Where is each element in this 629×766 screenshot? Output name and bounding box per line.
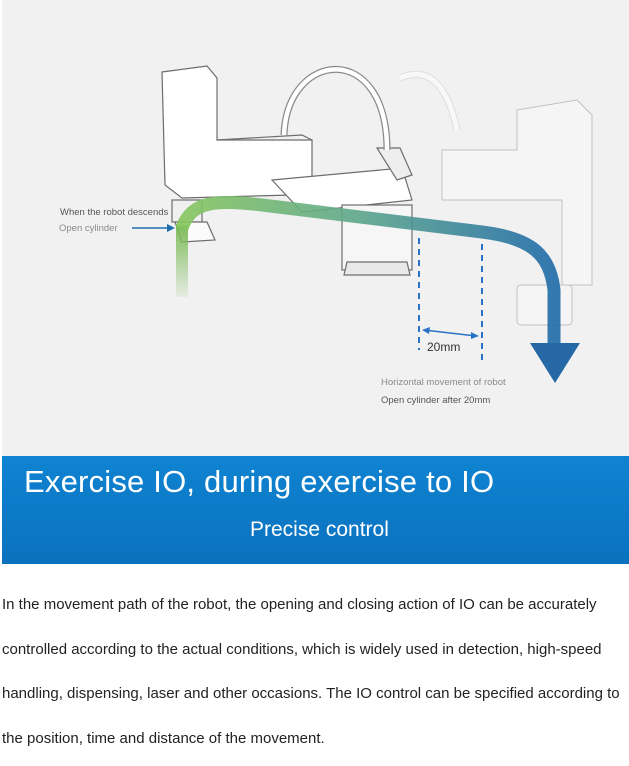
banner-title: Exercise IO, during exercise to IO — [24, 464, 495, 499]
arrow-head — [530, 343, 580, 383]
banner-subtitle: Precise control — [250, 518, 389, 541]
annotation-horizontal: Horizontal movement of robot — [381, 377, 506, 388]
cable-hose — [280, 65, 391, 151]
annotation-open-after: Open cylinder after 20mm — [381, 395, 491, 406]
feature-banner: Exercise IO, during exercise to IO Preci… — [2, 456, 629, 564]
scara-robot-diagram — [132, 65, 593, 383]
annotation-open-cylinder: Open cylinder — [59, 223, 118, 234]
annotation-descend: When the robot descends — [60, 207, 169, 218]
robot-ghost — [398, 70, 593, 326]
movement-path — [175, 195, 561, 345]
robot-illustration: When the robot descends Open cylinder 20… — [2, 0, 629, 456]
dimension-label: 20mm — [427, 340, 461, 354]
descend-path — [176, 225, 188, 297]
description-text: In the movement path of the robot, the o… — [2, 596, 620, 747]
